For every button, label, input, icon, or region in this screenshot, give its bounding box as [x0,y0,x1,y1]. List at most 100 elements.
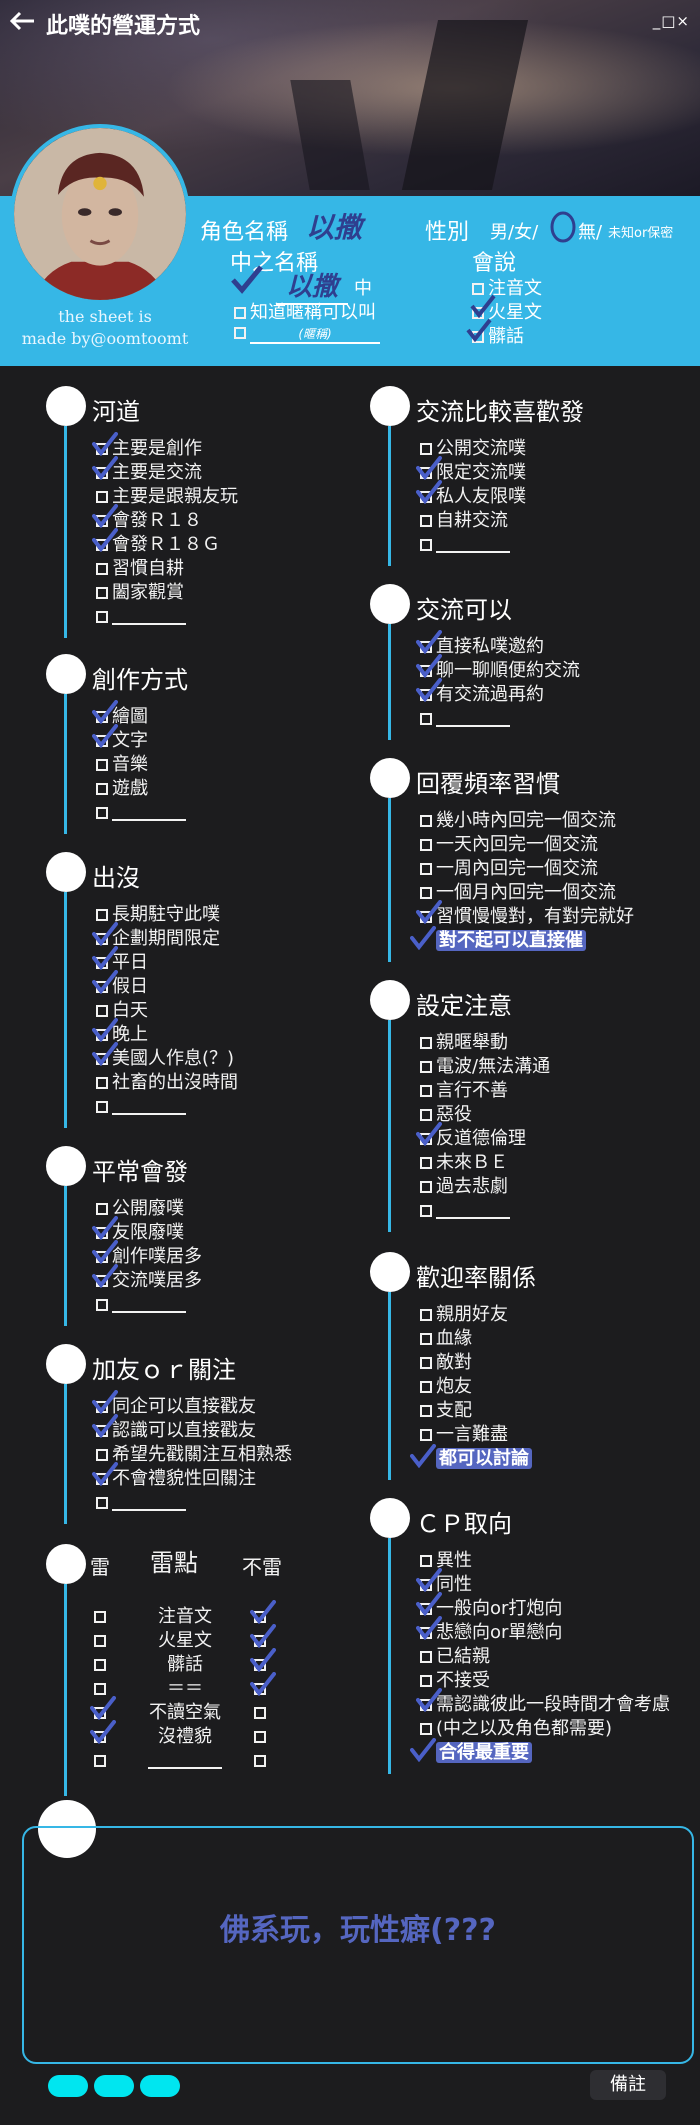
thunder-checkbox[interactable] [94,1755,106,1767]
page-indicator[interactable] [48,2075,88,2097]
checklist-item[interactable]: 不會禮貌性回關注 [96,1468,256,1490]
checkbox-icon[interactable] [96,783,108,795]
checkbox-icon[interactable] [420,1181,432,1193]
checkbox-icon[interactable] [420,1723,432,1735]
checklist-item[interactable]: 電波/無法溝通 [420,1056,550,1078]
checkbox-icon[interactable] [96,1005,108,1017]
checklist-item[interactable] [420,534,510,556]
checkbox-icon[interactable] [420,1309,432,1321]
checklist-item[interactable]: 幾小時內回完一個交流 [420,810,616,832]
checklist-item[interactable] [420,1200,510,1222]
checklist-item[interactable]: 長期駐守此噗 [96,904,220,926]
checklist-item[interactable]: 惡役 [420,1104,472,1126]
checkbox-icon[interactable] [420,1429,432,1441]
checklist-item[interactable]: 自耕交流 [420,510,508,532]
checklist-item[interactable]: 炮友 [420,1376,472,1398]
checkbox-icon[interactable] [96,1449,108,1461]
checklist-item[interactable]: 未來ＢＥ [420,1152,508,1174]
checkbox-icon[interactable] [96,759,108,771]
checklist-item[interactable] [96,1294,186,1316]
checkbox-icon[interactable] [420,1381,432,1393]
checklist-item[interactable]: 不接受 [420,1670,490,1692]
checkbox-icon[interactable] [96,491,108,503]
checklist-item[interactable]: 需認識彼此一段時間才會考慮 [420,1694,670,1716]
checkbox-icon[interactable] [420,839,432,851]
checklist-item[interactable] [96,1492,186,1514]
checklist-item[interactable] [96,606,186,628]
page-indicator[interactable] [140,2075,180,2097]
checklist-item[interactable]: 過去悲劇 [420,1176,508,1198]
checklist-item[interactable]: 言行不善 [420,1080,508,1102]
checklist-item[interactable]: 異性 [420,1550,472,1572]
checkbox-icon[interactable] [420,863,432,875]
checklist-item[interactable]: 親朋好友 [420,1304,508,1326]
checkbox-icon[interactable] [420,1555,432,1567]
checkbox-icon[interactable] [420,1405,432,1417]
checklist-item[interactable]: 公開廢噗 [96,1198,184,1220]
checklist-item[interactable]: 習慣自耕 [96,558,184,580]
checkbox-icon[interactable] [96,1203,108,1215]
checkbox-icon[interactable] [96,807,108,819]
thunder-checkbox[interactable] [94,1611,106,1623]
remark-tag[interactable]: 備註 [590,2070,666,2100]
checklist-item[interactable]: 認識可以直接戳友 [96,1420,256,1442]
checkbox-icon[interactable] [96,1299,108,1311]
checkbox-icon[interactable] [96,1101,108,1113]
checklist-item[interactable]: 一個月內回完一個交流 [420,882,616,904]
checkbox-icon[interactable] [96,587,108,599]
checkbox-icon[interactable] [234,307,246,319]
checklist-item[interactable]: (中之以及角色都需要) [420,1718,612,1740]
checkbox-icon[interactable] [420,887,432,899]
checkbox-icon[interactable] [420,1061,432,1073]
checkbox-icon[interactable] [96,1077,108,1089]
checkbox-icon[interactable] [420,815,432,827]
checklist-item[interactable]: 習慣慢慢對，有對完就好 [420,906,634,928]
no-thunder-checkbox[interactable] [254,1755,266,1767]
checkbox-icon[interactable] [420,1357,432,1369]
checklist-item[interactable]: 音樂 [96,754,148,776]
checklist-item[interactable] [420,708,510,730]
checkbox-icon[interactable] [420,515,432,527]
no-thunder-checkbox[interactable] [254,1707,266,1719]
checklist-item[interactable]: 親暱舉動 [420,1032,508,1054]
thunder-checkbox[interactable] [94,1635,106,1647]
checklist-item[interactable]: 公開交流噗 [420,438,526,460]
checkbox-icon[interactable] [420,1675,432,1687]
checklist-item[interactable]: 聊一聊順便約交流 [420,660,580,682]
checkbox-icon[interactable] [234,327,246,339]
checkbox-icon[interactable] [472,283,484,295]
page-indicator[interactable] [94,2075,134,2097]
checkbox-icon[interactable] [96,611,108,623]
nick-ok-option[interactable]: 知道暱稱可以叫 [234,298,376,324]
checklist-item[interactable] [96,802,186,824]
checklist-item[interactable]: 血緣 [420,1328,472,1350]
checklist-item[interactable] [96,1096,186,1118]
nick-blank-option[interactable]: (暱稱) [234,322,380,344]
thunder-checkbox[interactable] [94,1683,106,1695]
checkbox-icon[interactable] [420,713,432,725]
checklist-item[interactable]: 一周內回完一個交流 [420,858,598,880]
checklist-item[interactable]: 希望先戳關注互相熟悉 [96,1444,292,1466]
checklist-item[interactable]: 一天內回完一個交流 [420,834,598,856]
window-buttons[interactable]: _□× [652,12,690,30]
checkbox-icon[interactable] [96,909,108,921]
arrow-left-icon[interactable] [9,11,36,37]
thunder-checkbox[interactable] [94,1659,106,1671]
checkbox-icon[interactable] [420,1651,432,1663]
checkbox-icon[interactable] [420,1109,432,1121]
checkbox-icon[interactable] [420,1205,432,1217]
checklist-item[interactable]: 白天 [96,1000,148,1022]
checkbox-icon[interactable] [420,539,432,551]
checklist-item[interactable]: 敵對 [420,1352,472,1374]
checklist-item[interactable]: 支配 [420,1400,472,1422]
checkbox-icon[interactable] [96,1497,108,1509]
checklist-item[interactable]: 遊戲 [96,778,148,800]
checklist-item[interactable]: 社畜的出沒時間 [96,1072,238,1094]
checklist-item[interactable]: 闔家觀賞 [96,582,184,604]
checkbox-icon[interactable] [420,1037,432,1049]
checklist-item[interactable]: 已結親 [420,1646,490,1668]
checklist-item[interactable]: 同企可以直接戳友 [96,1396,256,1418]
nick-value[interactable]: 以撒 [276,266,349,305]
checklist-item[interactable]: 一言難盡 [420,1424,508,1446]
checkbox-icon[interactable] [420,1085,432,1097]
